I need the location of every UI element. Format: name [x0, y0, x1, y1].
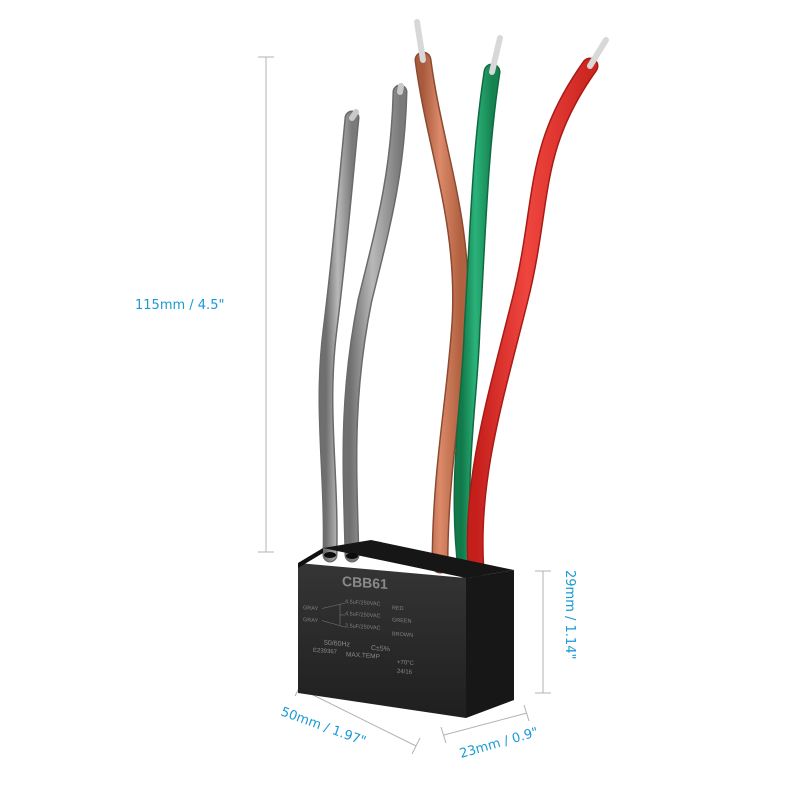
- rating-1: 4.5uF/250VAC: [345, 599, 381, 607]
- width-dimension-label: 50mm / 1.97": [279, 705, 368, 750]
- depth-dimension-label: 29mm / 1.14": [562, 570, 577, 659]
- wire-label-gray-1: GRAY: [303, 605, 318, 612]
- brown-wire: [414, 19, 470, 574]
- wire-label-gray-2: GRAY: [303, 617, 318, 624]
- gray-wire-1: [318, 109, 360, 563]
- green-wire: [453, 35, 503, 579]
- temp-value-text: +70°C: [397, 660, 415, 667]
- capacitor-label: CBB61 GRAY GRAY 4.5uF/250VAC 4.5uF/250VA…: [303, 573, 415, 676]
- gray-wire-2: [342, 83, 408, 563]
- wire-label-red: RED: [392, 605, 404, 612]
- wire-label-green: GREEN: [392, 617, 412, 624]
- wire-label-brown: BROWN: [392, 631, 413, 638]
- rating-3: 2.5uF/250VAC: [345, 623, 381, 631]
- rating-2: 4.5uF/250VAC: [345, 611, 381, 619]
- tolerance-text: C±5%: [371, 645, 390, 653]
- max-temp-text: MAX.TEMP: [346, 651, 380, 660]
- dimension-lines: [258, 56, 551, 755]
- capacitor-body: [298, 540, 514, 718]
- red-wire: [466, 37, 609, 579]
- model-text: CBB61: [342, 573, 388, 592]
- code-text: E239367: [313, 648, 338, 656]
- wires: [318, 19, 609, 579]
- date-code-text: 24/16: [397, 669, 413, 676]
- frequency-text: 50/60Hz: [324, 640, 351, 649]
- height-dimension-label: 115mm / 4.5": [135, 298, 224, 313]
- thickness-dimension-label: 23mm / 0.9": [458, 725, 540, 762]
